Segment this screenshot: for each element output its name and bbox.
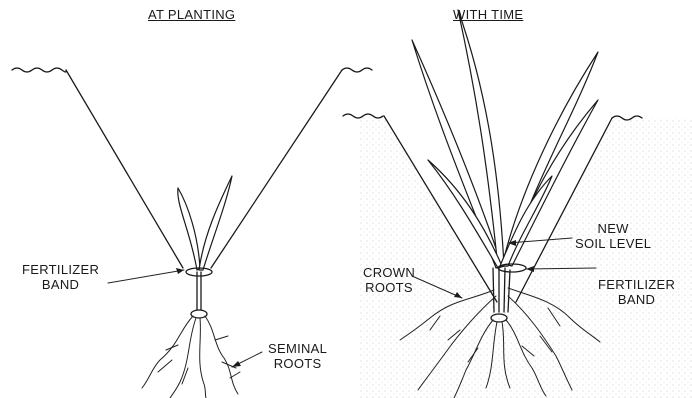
left-soil-surface-right <box>342 68 372 72</box>
label-new-soil-line2: SOIL LEVEL <box>575 236 651 251</box>
label-fertilizer-right-line2: BAND <box>598 292 675 307</box>
left-leaf-1 <box>178 188 200 270</box>
label-crown-line2: ROOTS <box>363 280 415 295</box>
title-with-time: WITH TIME <box>453 7 523 22</box>
label-seminal-line1: SEMINAL <box>268 341 327 356</box>
label-crown-roots: CROWN ROOTS <box>363 265 415 295</box>
label-new-soil-line1: NEW <box>575 221 651 236</box>
left-leaf-2 <box>199 176 232 270</box>
left-furrow-wall-right <box>211 70 342 268</box>
seminal-arrowhead <box>232 361 241 367</box>
left-stem <box>197 272 201 310</box>
left-root-branches <box>158 336 240 384</box>
fertilizer-arrow-left <box>108 270 184 283</box>
label-fertilizer-left-line2: BAND <box>22 277 99 292</box>
title-at-planting: AT PLANTING <box>148 7 235 22</box>
label-crown-line1: CROWN <box>363 265 415 280</box>
left-arrows <box>108 268 262 367</box>
label-seminal-roots: SEMINAL ROOTS <box>268 341 327 371</box>
left-root-3 <box>200 318 206 398</box>
left-seed <box>191 310 207 318</box>
left-root-1 <box>142 316 193 388</box>
fertilizer-arrowhead-left <box>176 268 184 274</box>
label-fertilizer-left-line1: FERTILIZER <box>22 262 99 277</box>
label-fertilizer-band-right: FERTILIZER BAND <box>598 277 675 307</box>
left-soil-surface-left <box>12 68 66 72</box>
left-root-4 <box>205 316 238 394</box>
left-furrow-wall-left <box>66 70 183 268</box>
label-seminal-line2: ROOTS <box>268 356 327 371</box>
left-seedling <box>142 176 240 398</box>
label-new-soil-level: NEW SOIL LEVEL <box>575 221 651 251</box>
label-fertilizer-band-left: FERTILIZER BAND <box>22 262 99 292</box>
fertilizer-arrowhead-right <box>526 266 534 272</box>
label-fertilizer-right-line1: FERTILIZER <box>598 277 675 292</box>
